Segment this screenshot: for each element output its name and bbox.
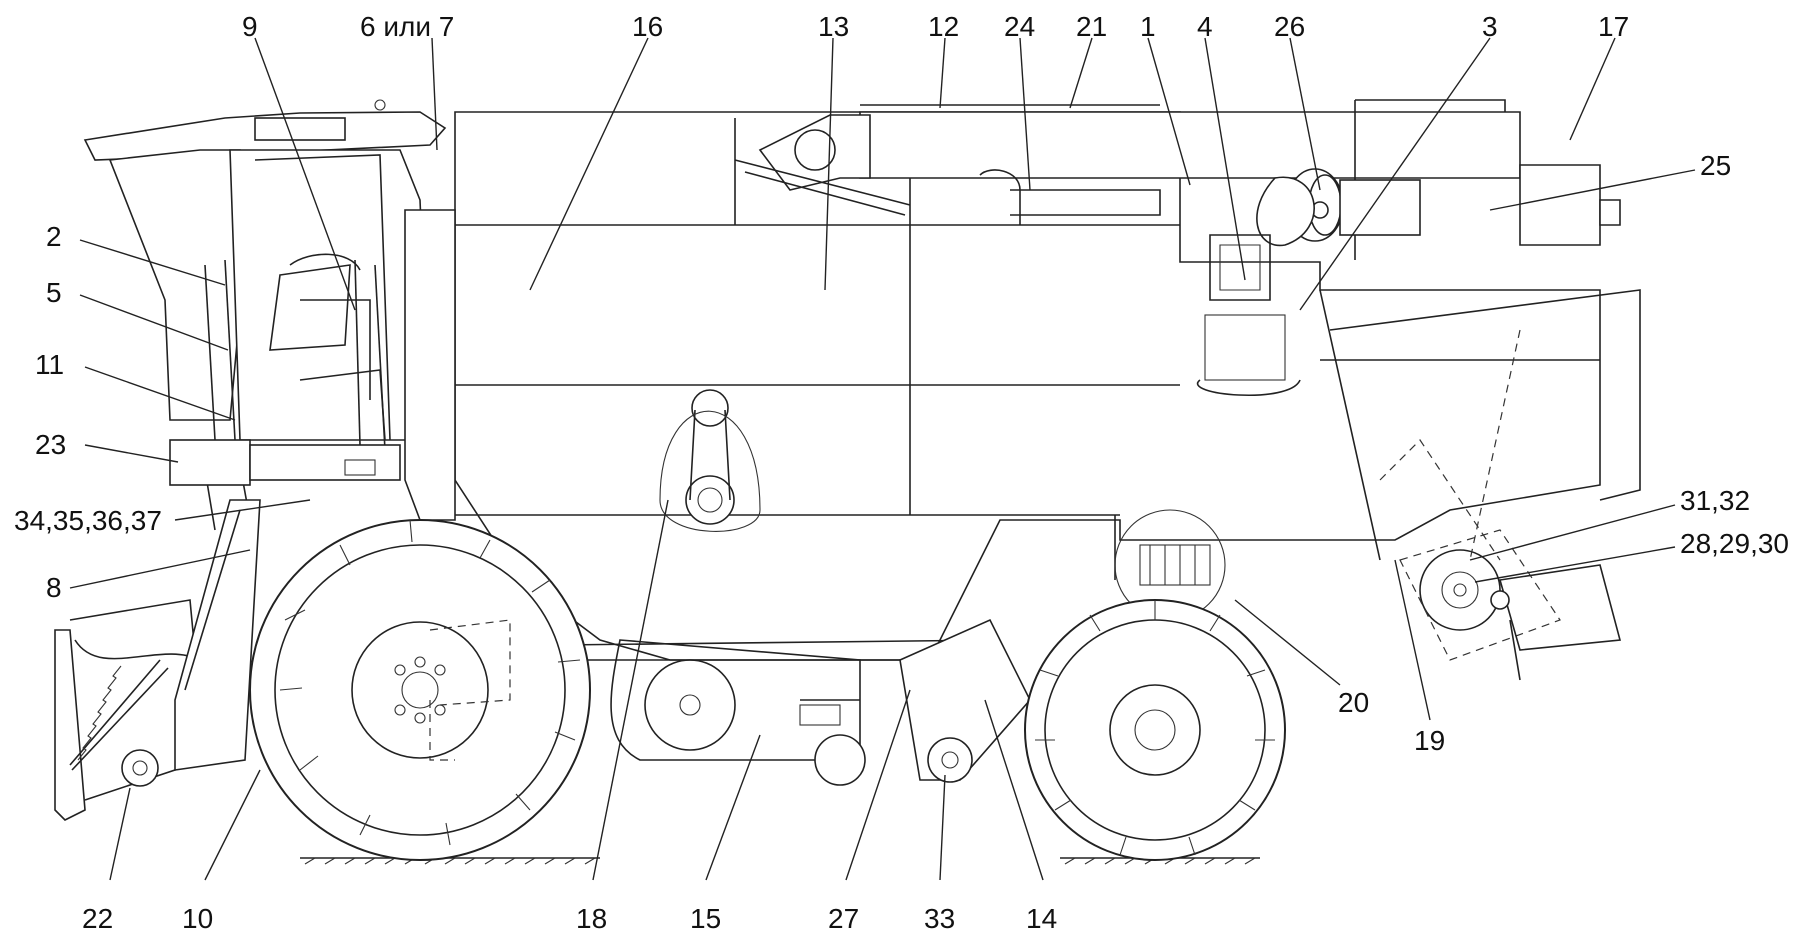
callout-17: 17 — [1598, 11, 1629, 42]
callout-31-32: 31,32 — [1680, 485, 1750, 516]
callout-24: 24 — [1004, 11, 1035, 42]
callout-8: 8 — [46, 572, 62, 603]
leader-lines — [69, 37, 1696, 881]
operator-cab — [83, 99, 456, 531]
header-front — [54, 499, 261, 821]
callout-28-29-30: 28,29,30 — [1680, 528, 1789, 559]
callout-16: 16 — [632, 11, 663, 42]
callout-27: 27 — [828, 903, 859, 934]
front-wheel — [249, 519, 591, 861]
callout-13: 13 — [818, 11, 849, 42]
callout-10: 10 — [182, 903, 213, 934]
callout-1: 1 — [1140, 11, 1156, 42]
callout-labels: 9 6 или 7 16 13 12 24 21 1 4 26 3 17 25 … — [14, 11, 1789, 934]
callout-21: 21 — [1076, 11, 1107, 42]
callout-12: 12 — [928, 11, 959, 42]
callout-22: 22 — [82, 903, 113, 934]
callout-11: 11 — [35, 349, 64, 380]
machine-body — [454, 99, 1641, 786]
callout-23: 23 — [35, 429, 66, 460]
callout-20: 20 — [1338, 687, 1369, 718]
callout-2: 2 — [46, 221, 62, 252]
callout-14: 14 — [1026, 903, 1057, 934]
callout-34-35-36-37: 34,35,36,37 — [14, 505, 162, 536]
callout-3: 3 — [1482, 11, 1498, 42]
callout-6-or-7: 6 или 7 — [360, 11, 454, 42]
callout-5: 5 — [46, 277, 62, 308]
callout-15: 15 — [690, 903, 721, 934]
callout-25: 25 — [1700, 150, 1731, 181]
callout-26: 26 — [1274, 11, 1305, 42]
callout-18: 18 — [576, 903, 607, 934]
callout-4: 4 — [1197, 11, 1213, 42]
callout-9: 9 — [242, 11, 258, 42]
rear-wheel — [1024, 599, 1286, 861]
callout-33: 33 — [924, 903, 955, 934]
callout-19: 19 — [1414, 725, 1445, 756]
